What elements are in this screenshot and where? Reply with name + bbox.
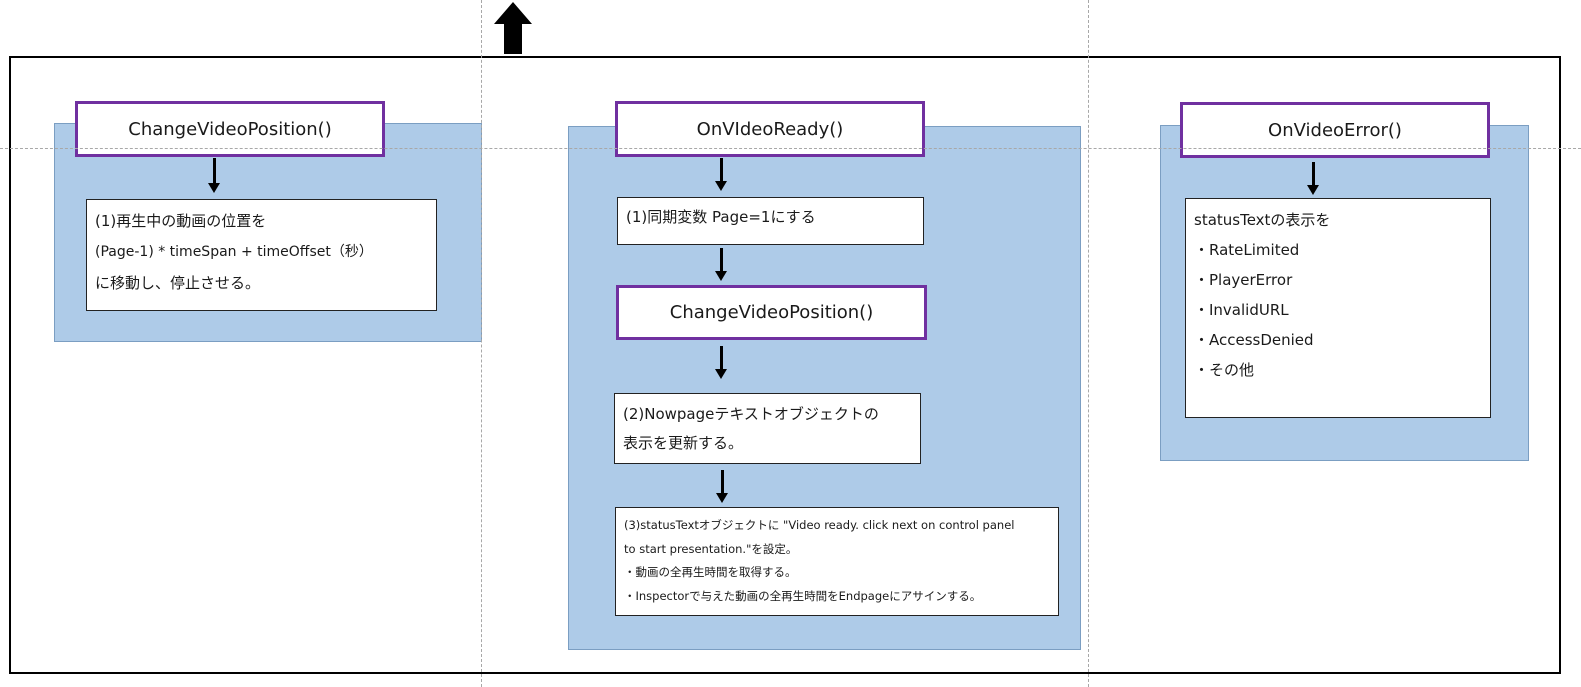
arrow-shaft	[720, 248, 723, 272]
step-line: (1)再生中の動画の位置を	[95, 212, 267, 230]
step3-line: ・Inspectorで与えた動画の全再生時間をEndpageにアサインする。	[624, 588, 982, 603]
center-step3-box: (3)statusTextオブジェクトに "Video ready. click…	[615, 507, 1059, 616]
arrow-shaft	[213, 158, 216, 184]
arrow-down-icon	[715, 181, 727, 191]
up-arrow-icon	[494, 2, 532, 54]
step3-line: ・動画の全再生時間を取得する。	[624, 565, 797, 579]
arrow-shaft	[720, 158, 723, 182]
status-item: ・InvalidURL	[1194, 301, 1289, 319]
arrow-down-icon	[715, 271, 727, 281]
step1-text: (1)同期変数 Page=1にする	[626, 208, 816, 226]
step2-line: 表示を更新する。	[623, 434, 744, 452]
status-item: ・その他	[1194, 361, 1255, 379]
horizontal-guide-line	[0, 148, 1581, 149]
arrow-down-icon	[208, 183, 220, 193]
change-video-position-title: ChangeVideoPosition()	[75, 101, 385, 157]
arrow-down-icon	[716, 493, 728, 503]
arrow-shaft	[720, 346, 723, 370]
on-video-ready-title: OnVIdeoReady()	[615, 101, 925, 157]
change-video-position-call: ChangeVideoPosition()	[616, 285, 927, 340]
function-title: OnVideoError()	[1268, 119, 1402, 141]
arrow-down-icon	[715, 369, 727, 379]
function-title: ChangeVideoPosition()	[128, 118, 332, 140]
diagram-frame	[9, 56, 1561, 674]
status-item: ・RateLimited	[1194, 241, 1300, 259]
step-line: に移動し、停止させる。	[95, 274, 261, 292]
step3-line: (3)statusTextオブジェクトに "Video ready. click…	[624, 518, 1015, 532]
function-title: OnVIdeoReady()	[696, 118, 844, 140]
function-title: ChangeVideoPosition()	[669, 302, 874, 323]
status-heading: statusTextの表示を	[1194, 211, 1331, 229]
vertical-guide-line	[481, 0, 482, 687]
arrow-shaft	[1312, 162, 1315, 186]
center-step2-box: (2)Nowpageテキストオブジェクトの 表示を更新する。	[614, 393, 921, 464]
vertical-guide-line	[1088, 0, 1089, 687]
left-step-box: (1)再生中の動画の位置を (Page-1) * timeSpan + time…	[86, 199, 437, 311]
error-status-box: statusTextの表示を ・RateLimited ・PlayerError…	[1185, 198, 1491, 418]
step2-line: (2)Nowpageテキストオブジェクトの	[623, 405, 879, 423]
step3-line: to start presentation."を設定。	[624, 541, 798, 556]
center-step1-box: (1)同期変数 Page=1にする	[617, 197, 924, 245]
arrow-down-icon	[1307, 185, 1319, 195]
on-video-error-title: OnVideoError()	[1180, 102, 1490, 158]
arrow-shaft	[721, 470, 724, 494]
status-item: ・AccessDenied	[1194, 331, 1314, 349]
step-line: (Page-1) * timeSpan + timeOffset（秒）	[95, 244, 373, 260]
status-item: ・PlayerError	[1194, 271, 1293, 289]
